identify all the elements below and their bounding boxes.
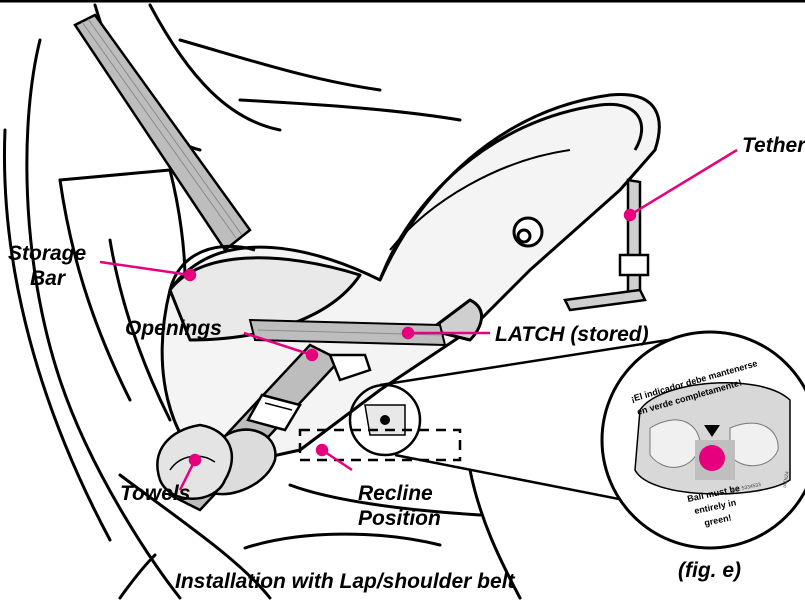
level-indicator-window <box>350 385 420 455</box>
fig-e-indicator <box>602 332 805 548</box>
shoulder-belt <box>75 15 250 250</box>
label-latch: LATCH (stored) <box>495 323 649 346</box>
caption: Installation with Lap/shoulder belt <box>175 570 516 593</box>
label-towels: Towels <box>120 482 190 505</box>
figure-label: (fig. e) <box>678 559 741 582</box>
label-recline-line1: Recline <box>358 482 433 505</box>
label-storage-bar-line1: Storage <box>8 242 87 265</box>
label-recline-line2: Position <box>358 507 441 530</box>
label-storage-bar-line2: Bar <box>30 267 67 290</box>
label-openings: Openings <box>125 317 222 340</box>
level-ball <box>699 445 725 471</box>
infant-carrier <box>162 94 659 470</box>
label-tether: Tether <box>742 134 805 157</box>
